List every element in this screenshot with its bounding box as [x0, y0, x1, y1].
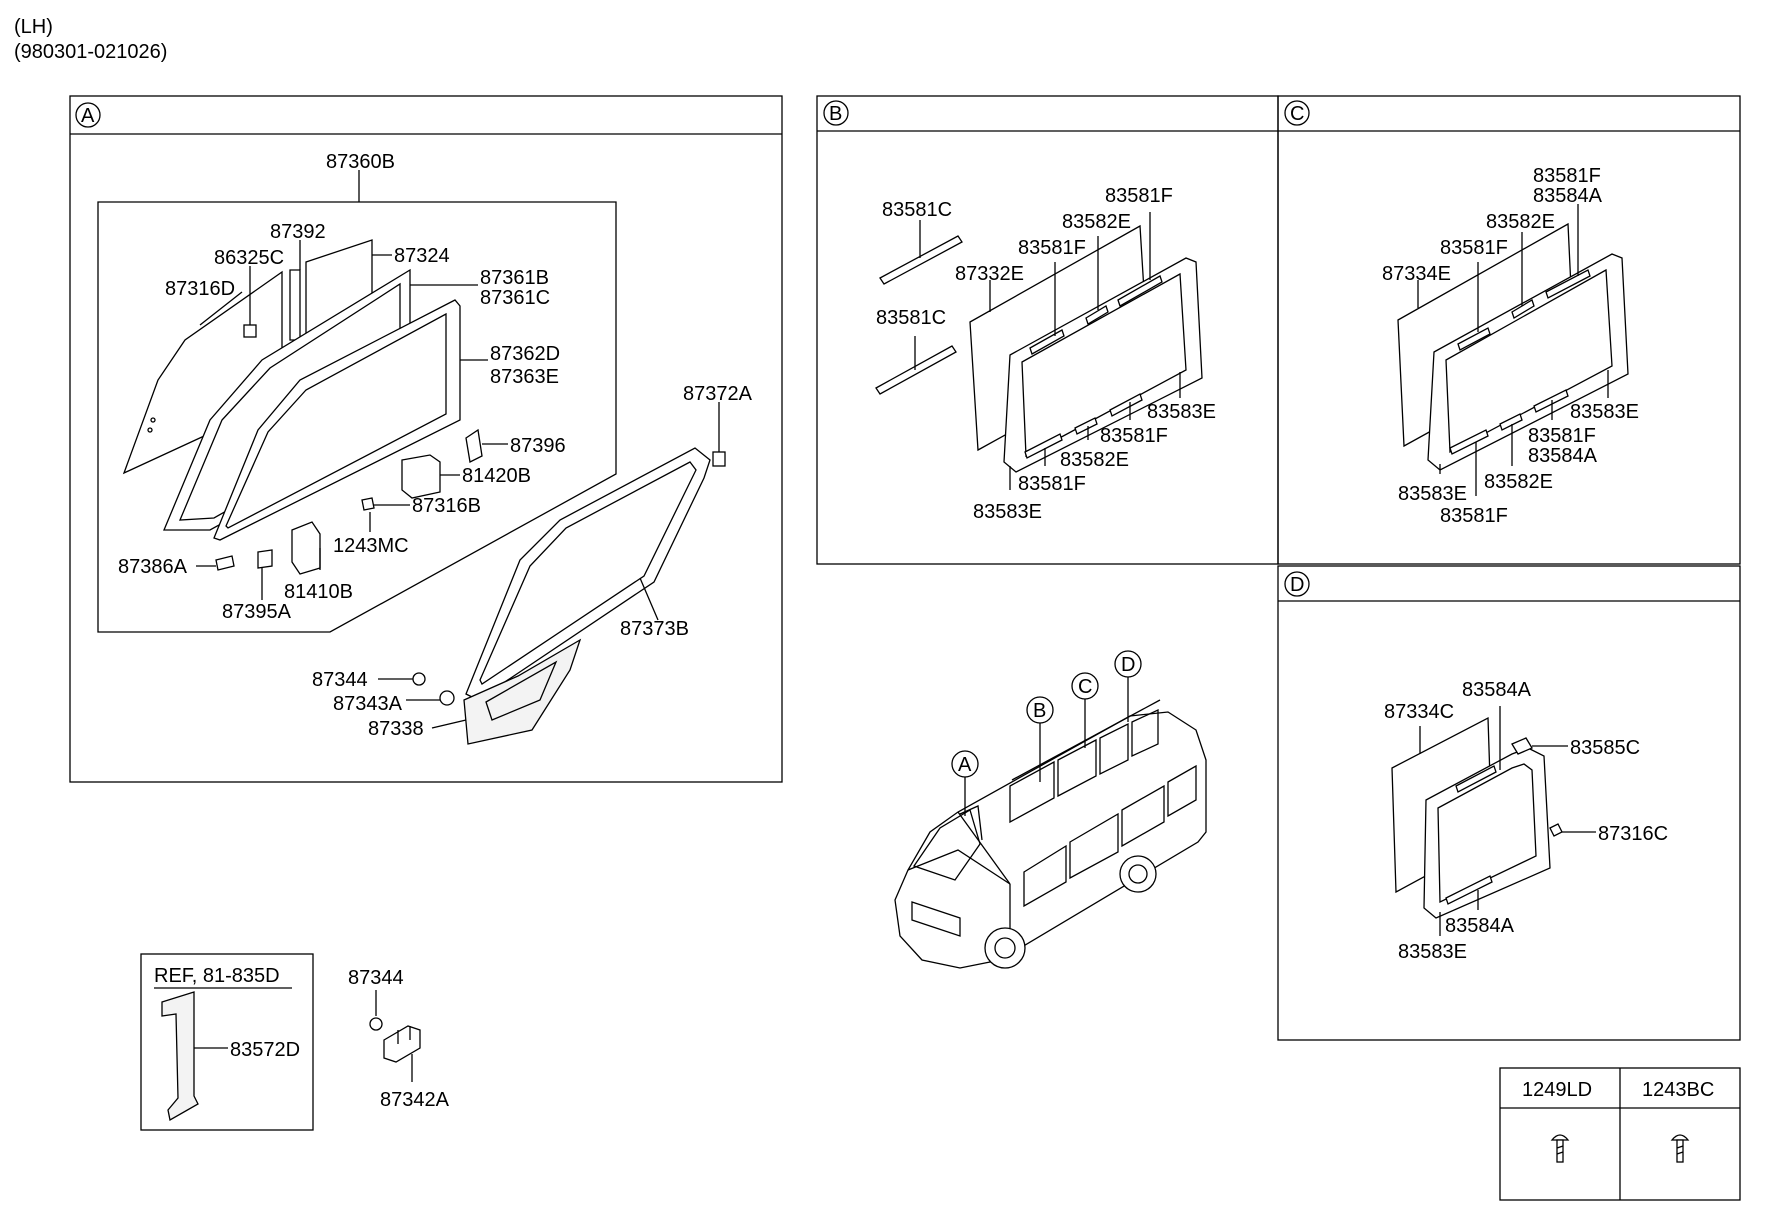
section-d: D 87334C 83584A 83585C 87316C 83584A 835…	[1277, 565, 1741, 1041]
label-83583E-bottom: 83583E	[973, 501, 1042, 523]
van-illustration: A B C D	[894, 650, 1207, 969]
label-87360B: 87360B	[326, 151, 395, 173]
header-side: (LH)	[14, 16, 53, 38]
label-83581F-c-bottom: 83581F	[1440, 505, 1508, 527]
label-83581C-2: 83581C	[876, 307, 946, 329]
label-83584A-c-top: 83584A	[1533, 185, 1603, 207]
label-81420B: 81420B	[462, 465, 531, 487]
section-c: C 87334E 83581F 83584A 83582E 83581F 835…	[1277, 95, 1741, 565]
bolt-icon	[1670, 1134, 1690, 1163]
label-83581C-1: 83581C	[882, 199, 952, 221]
label-83582E-c-bottom: 83582E	[1484, 471, 1553, 493]
header-period: (980301-021026)	[14, 41, 167, 63]
label-83581F-mid: 83581F	[1018, 237, 1086, 259]
fastener-col-1243BC: 1243BC	[1642, 1079, 1714, 1101]
label-83581F-c-right: 83581F	[1528, 425, 1596, 447]
screw-icon	[1550, 1134, 1570, 1163]
label-83572D: 83572D	[230, 1039, 300, 1061]
label-87344-lower: 87344	[348, 967, 404, 989]
label-87334E: 87334E	[1382, 263, 1451, 285]
label-83581F-bottom: 83581F	[1018, 473, 1086, 495]
label-83581F-c-mid: 83581F	[1440, 237, 1508, 259]
section-c-badge: C	[1290, 103, 1304, 125]
label-87373B: 87373B	[620, 618, 689, 640]
label-81410B: 81410B	[284, 581, 353, 603]
label-87361C: 87361C	[480, 287, 550, 309]
label-87338: 87338	[368, 718, 424, 740]
label-87392: 87392	[270, 221, 326, 243]
label-87344: 87344	[312, 669, 368, 691]
label-83583E-c-left: 83583E	[1398, 483, 1467, 505]
label-87361B: 87361B	[480, 267, 549, 289]
label-83582E-bottom: 83582E	[1060, 449, 1129, 471]
ref-box: REF, 81-835D 83572D	[140, 953, 314, 1131]
label-83583E-d: 83583E	[1398, 941, 1467, 963]
label-87316D: 87316D	[165, 278, 235, 300]
section-d-badge: D	[1290, 574, 1304, 596]
label-87395A: 87395A	[222, 601, 292, 623]
label-87386A: 87386A	[118, 556, 188, 578]
label-83584A-d-top: 83584A	[1462, 679, 1532, 701]
label-83584A-d-bottom: 83584A	[1445, 915, 1515, 937]
label-87363E: 87363E	[490, 366, 559, 388]
label-83581F-right: 83581F	[1100, 425, 1168, 447]
label-1243MC: 1243MC	[333, 535, 409, 557]
van-callout-c: C	[1078, 676, 1092, 698]
section-a: A 87360B 87316D 86325C 87392 87324 87361…	[69, 95, 783, 783]
label-86325C: 86325C	[214, 247, 284, 269]
ref-title: REF, 81-835D	[154, 965, 280, 987]
label-87332E: 87332E	[955, 263, 1024, 285]
van-body	[894, 711, 1207, 969]
fastener-table: 1249LD 1243BC	[1499, 1067, 1741, 1201]
van-callout-b: B	[1033, 700, 1046, 722]
label-83584A-c-right: 83584A	[1528, 445, 1598, 467]
label-83585C: 83585C	[1570, 737, 1640, 759]
label-87342A: 87342A	[380, 1089, 450, 1111]
label-83583E-right: 83583E	[1147, 401, 1216, 423]
label-87334C: 87334C	[1384, 701, 1454, 723]
van-callout-d: D	[1121, 654, 1135, 676]
van-callout-a: A	[958, 754, 972, 776]
bracket-group: 87344 87342A	[348, 967, 450, 1111]
label-83582E-top: 83582E	[1062, 211, 1131, 233]
label-83581F-top: 83581F	[1105, 185, 1173, 207]
label-87362D: 87362D	[490, 343, 560, 365]
label-87396: 87396	[510, 435, 566, 457]
fastener-col-1249LD: 1249LD	[1522, 1079, 1592, 1101]
label-87316C: 87316C	[1598, 823, 1668, 845]
label-83583E-c-right: 83583E	[1570, 401, 1639, 423]
section-b: B 83581C 83581C 87332E 83581F 83582E 835…	[816, 95, 1279, 565]
section-b-badge: B	[829, 103, 842, 125]
pillar-trim-83572D	[161, 991, 199, 1122]
label-87316B: 87316B	[412, 495, 481, 517]
label-83582E-c-top: 83582E	[1486, 211, 1555, 233]
section-a-badge: A	[81, 105, 95, 127]
label-87343A: 87343A	[333, 693, 403, 715]
label-87324: 87324	[394, 245, 450, 267]
label-83581F-c-top: 83581F	[1533, 165, 1601, 187]
label-87372A: 87372A	[683, 383, 753, 405]
